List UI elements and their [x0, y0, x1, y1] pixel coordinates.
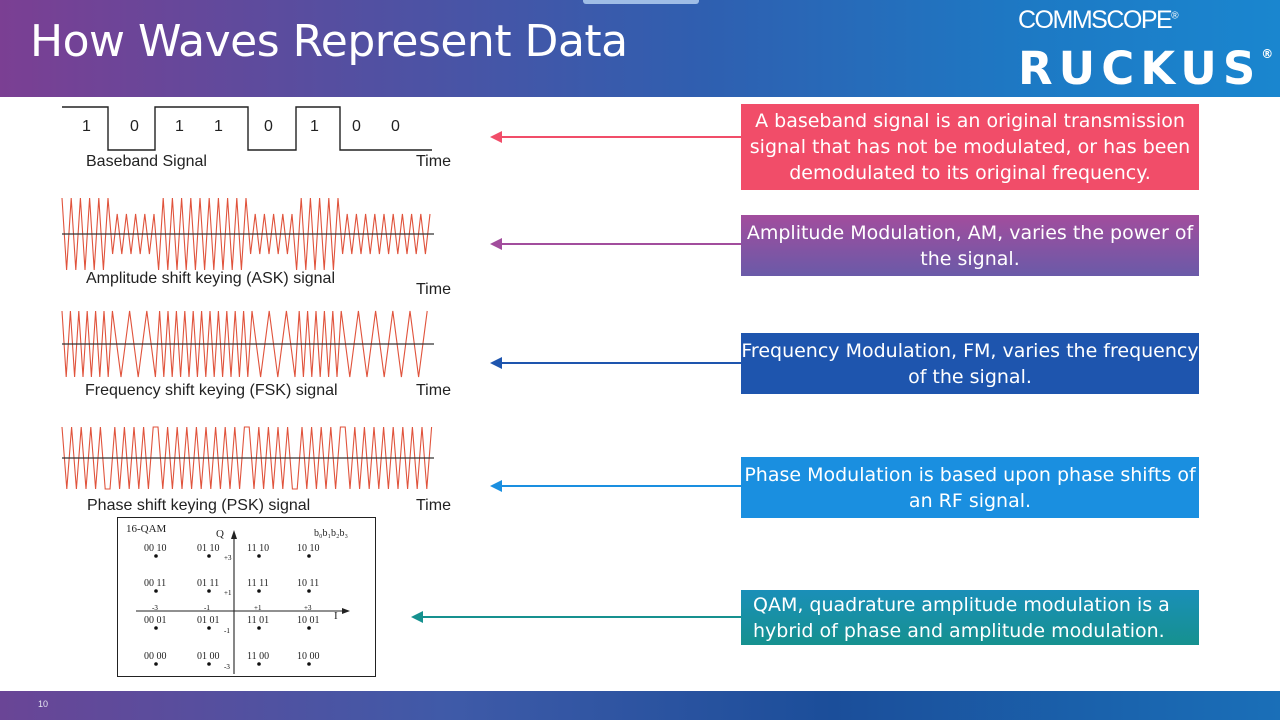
- qam-point: [307, 589, 311, 593]
- ruckus-logo: RUCKUS®: [1018, 42, 1273, 95]
- qam-x-tick: -1: [204, 604, 210, 612]
- callout-qam: QAM, quadrature amplitude modulation is …: [741, 590, 1199, 645]
- qam-y-tick: -3: [224, 663, 230, 671]
- qam-bits-label: b₀b₁b₂b₃: [314, 528, 348, 539]
- arrow-ask: [490, 238, 742, 250]
- bit-label: 1: [214, 118, 223, 135]
- header-tab-indicator: [583, 0, 699, 4]
- bit-label: 0: [264, 118, 273, 135]
- qam-point: [154, 554, 158, 558]
- qam-x-tick: +3: [304, 604, 312, 612]
- callout-baseband: A baseband signal is an original transmi…: [741, 104, 1199, 190]
- bit-label: 0: [352, 118, 361, 135]
- slide-header: How Waves Represent Data COMMSCOPE® RUCK…: [0, 0, 1280, 97]
- fsk-carrier: [61, 310, 428, 378]
- qam-point: [154, 589, 158, 593]
- qam-point: [257, 589, 261, 593]
- baseband-label: Baseband Signal: [86, 153, 207, 170]
- qam-point: [154, 662, 158, 666]
- fsk-label: Frequency shift keying (FSK) signal: [85, 382, 338, 399]
- qam-point-label: 10 11: [297, 578, 320, 589]
- qam-point: [154, 626, 158, 630]
- qam-point: [307, 554, 311, 558]
- qam-point-label: 11 11: [247, 578, 269, 589]
- qam-point-label: 10 10: [297, 543, 320, 554]
- qam-point-label: 00 01: [144, 615, 167, 626]
- qam-point: [207, 626, 211, 630]
- arrow-baseband: [490, 131, 742, 143]
- commscope-logo-text: COMMSCOPE: [1018, 6, 1173, 34]
- psk-carrier: [61, 426, 433, 490]
- qam-point-label: 01 10: [197, 543, 220, 554]
- qam-point-label: 10 01: [297, 615, 320, 626]
- qam-point: [307, 662, 311, 666]
- slide-footer: 10: [0, 691, 1280, 720]
- qam-constellation: -3 -1 +1 +3 +3 +1 -1 -3 16-QAM Q I b₀b₁b₂b₃ 00 …: [117, 517, 376, 677]
- ask-label: Amplitude shift keying (ASK) signal: [86, 270, 335, 287]
- qam-x-tick: -3: [152, 604, 158, 612]
- slide-title: How Waves Represent Data: [30, 16, 628, 67]
- qam-point-label: 00 00: [144, 651, 167, 662]
- time-label: Time: [416, 153, 451, 170]
- qam-y-tick: +3: [224, 554, 232, 562]
- baseband-waveform: [62, 106, 432, 151]
- qam-points: [154, 554, 311, 666]
- qam-point: [257, 626, 261, 630]
- time-label: Time: [416, 281, 451, 298]
- bit-label: 0: [130, 118, 139, 135]
- psk-label: Phase shift keying (PSK) signal: [87, 497, 311, 514]
- qam-point: [257, 662, 261, 666]
- qam-axes: -3 -1 +1 +3 +3 +1 -1 -3: [136, 530, 350, 674]
- qam-title: 16-QAM: [126, 523, 167, 535]
- qam-point: [207, 554, 211, 558]
- bit-label: 0: [391, 118, 400, 135]
- arrow-psk: [490, 480, 742, 492]
- qam-point: [257, 554, 261, 558]
- ask-carrier: [61, 197, 431, 271]
- qam-point-label: 10 00: [297, 651, 320, 662]
- callout-frequency-modulation: Frequency Modulation, FM, varies the fre…: [741, 333, 1199, 394]
- qam-point-label: 00 11: [144, 578, 167, 589]
- commscope-logo: COMMSCOPE®: [1018, 6, 1179, 35]
- qam-point-label: 11 01: [247, 615, 270, 626]
- callout-phase-modulation: Phase Modulation is based upon phase shi…: [741, 457, 1199, 518]
- qam-point-label: 01 00: [197, 651, 220, 662]
- qam-point-label: 11 10: [247, 543, 270, 554]
- qam-point: [207, 589, 211, 593]
- bit-label: 1: [310, 118, 319, 135]
- time-label: Time: [416, 497, 451, 514]
- qam-point-label: 01 11: [197, 578, 220, 589]
- ruckus-logo-text: RUCKUS: [1018, 42, 1262, 95]
- arrow-qam: [411, 611, 742, 623]
- qam-y-tick: +1: [224, 589, 232, 597]
- qam-y-tick: -1: [224, 627, 230, 635]
- qam-point: [307, 626, 311, 630]
- qam-point-label: 11 00: [247, 651, 270, 662]
- qam-ticks: -3 -1 +1 +3 +3 +1 -1 -3: [152, 554, 312, 671]
- registered-mark: ®: [1261, 47, 1274, 61]
- bit-label: 1: [175, 118, 184, 135]
- qam-x-tick: +1: [254, 604, 262, 612]
- bit-label: 1: [82, 118, 91, 135]
- qam-point-label: 01 01: [197, 615, 220, 626]
- callout-amplitude-modulation: Amplitude Modulation, AM, varies the pow…: [741, 215, 1199, 276]
- arrow-fsk: [490, 357, 742, 369]
- qam-point: [207, 662, 211, 666]
- slide-number: 10: [38, 699, 49, 709]
- qam-point-label: 00 10: [144, 543, 167, 554]
- qam-i-axis-label: I: [334, 610, 338, 622]
- registered-mark: ®: [1171, 10, 1179, 22]
- qam-q-axis-label: Q: [216, 528, 224, 540]
- time-label: Time: [416, 382, 451, 399]
